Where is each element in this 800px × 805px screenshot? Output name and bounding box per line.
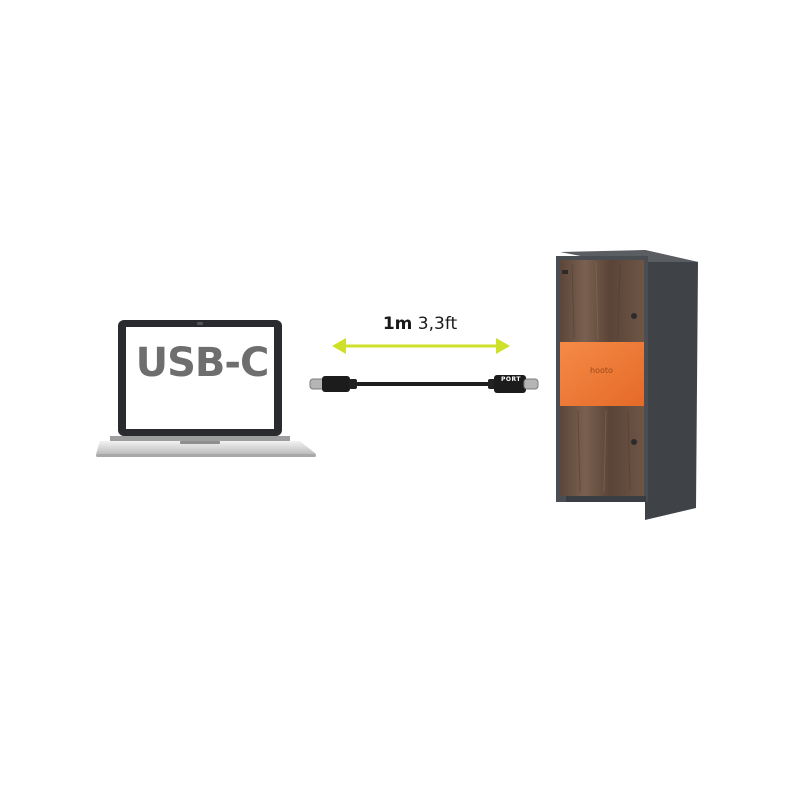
length-arrow <box>332 338 510 354</box>
left-strain-relief <box>349 379 357 389</box>
laptop-bottom-edge <box>96 454 316 457</box>
lower-lock-icon <box>631 439 637 445</box>
upper-lock-icon <box>631 313 637 319</box>
length-imperial: 3,3ft <box>417 314 458 334</box>
laptop-camera <box>197 322 203 325</box>
upper-hinge <box>562 270 568 274</box>
laptop-base <box>96 441 316 454</box>
cable-wire <box>356 382 490 386</box>
right-connector-housing <box>494 375 526 393</box>
arrow-right-head <box>496 338 510 354</box>
laptop-screen <box>126 327 274 429</box>
right-connector-tip <box>523 378 539 390</box>
left-connector-tip <box>309 378 325 390</box>
laptop-screen-label: USB-C <box>135 340 270 386</box>
locker-cabinet <box>556 250 698 520</box>
length-metric: 1m <box>382 314 413 334</box>
locker-foot <box>566 496 646 502</box>
cable-length-label: 1m 3,3ft <box>340 314 500 334</box>
locker-panel-text: hooto <box>590 366 613 375</box>
laptop-hinge <box>110 436 290 441</box>
left-connector-housing <box>322 376 350 392</box>
usb-c-cable <box>309 375 539 393</box>
locker-middle-compartment <box>560 342 644 406</box>
arrow-left-head <box>332 338 346 354</box>
locker-lower-door <box>560 406 644 496</box>
locker-side <box>645 250 698 520</box>
cable-brand-logo: PORT <box>501 376 521 383</box>
laptop-notch <box>180 441 220 444</box>
laptop <box>96 320 316 457</box>
